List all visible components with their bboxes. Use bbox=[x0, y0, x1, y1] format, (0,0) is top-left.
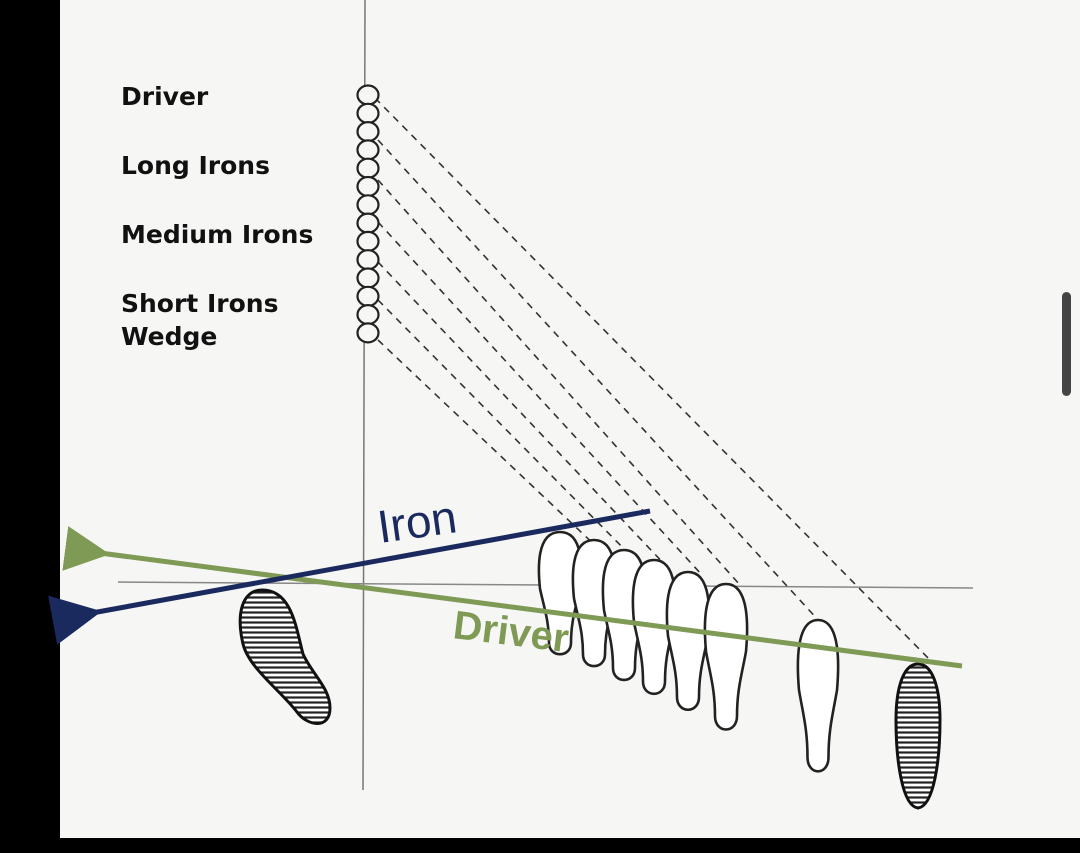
bottom-black-bar bbox=[0, 838, 1080, 853]
golf-ball bbox=[356, 249, 380, 271]
foot-outline bbox=[665, 570, 711, 712]
foot-outline bbox=[703, 582, 749, 731]
golf-ball bbox=[356, 212, 380, 234]
golf-ball bbox=[356, 322, 380, 344]
club-label-driver: Driver bbox=[121, 82, 209, 111]
golf-ball bbox=[356, 102, 380, 124]
trail-foot-filled bbox=[894, 662, 942, 810]
club-label-short-irons: Short Irons bbox=[121, 289, 279, 318]
club-label-medium-irons: Medium Irons bbox=[121, 220, 314, 249]
iron-path-label: Iron bbox=[374, 490, 460, 553]
left-black-bar bbox=[0, 0, 60, 838]
golf-ball bbox=[356, 230, 380, 252]
golf-ball bbox=[356, 304, 380, 326]
golf-ball bbox=[356, 194, 380, 216]
golf-ball bbox=[356, 121, 380, 143]
ball-position-guide-lines bbox=[374, 97, 931, 661]
iron-swing-path-arrow bbox=[48, 508, 651, 645]
club-label-long-irons: Long Irons bbox=[121, 151, 270, 180]
golf-ball bbox=[356, 175, 380, 198]
foot-outline bbox=[796, 618, 840, 773]
driver-swing-path-arrow bbox=[62, 526, 963, 669]
golf-ball bbox=[356, 139, 380, 161]
trail-foot-positions bbox=[537, 530, 840, 773]
lead-foot-print bbox=[238, 588, 332, 725]
club-label-wedge: Wedge bbox=[121, 322, 218, 351]
golf-ball bbox=[356, 157, 380, 179]
scrollbar-thumb[interactable] bbox=[1062, 292, 1071, 396]
golf-ball-column bbox=[356, 84, 380, 344]
golf-ball bbox=[356, 84, 380, 106]
golf-ball bbox=[356, 267, 380, 289]
golf-ball bbox=[356, 285, 380, 307]
